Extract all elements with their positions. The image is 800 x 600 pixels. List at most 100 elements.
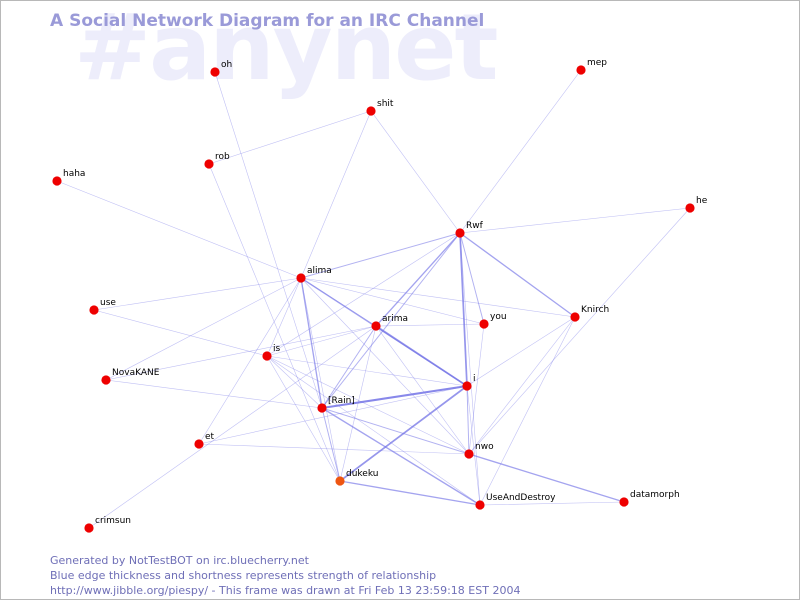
edge-rob-dukeku bbox=[208, 163, 341, 482]
node-label: Knirch bbox=[581, 305, 609, 315]
node-et[interactable]: et bbox=[194, 432, 215, 449]
edge-oh-rain bbox=[214, 71, 323, 409]
node-dot[interactable] bbox=[335, 476, 345, 486]
node-label: i bbox=[473, 374, 476, 384]
node-dot[interactable] bbox=[371, 321, 381, 331]
edge-shit-rwf bbox=[370, 110, 461, 234]
edge-you-arima bbox=[375, 323, 485, 327]
node-label: he bbox=[696, 196, 708, 206]
edge-alima-knirch bbox=[300, 277, 576, 318]
node-dot[interactable] bbox=[462, 381, 472, 391]
node-label: use bbox=[100, 298, 116, 308]
edge-i-nwo bbox=[466, 385, 470, 455]
node-label: dukeku bbox=[346, 469, 378, 479]
node-crimsun[interactable]: crimsun bbox=[84, 516, 131, 533]
node-label: shit bbox=[377, 99, 394, 109]
edge-rwf-is bbox=[266, 232, 461, 357]
node-dot[interactable] bbox=[464, 449, 474, 459]
node-rain[interactable]: [Rain] bbox=[317, 396, 355, 413]
node-you[interactable]: you bbox=[479, 312, 507, 329]
edge-mep-rwf bbox=[459, 69, 582, 234]
node-dot[interactable] bbox=[455, 228, 465, 238]
node-arima[interactable]: arima bbox=[371, 314, 408, 331]
edge-rain-useanddestroy bbox=[321, 407, 481, 506]
node-dot[interactable] bbox=[52, 176, 62, 186]
edge-he-nwo bbox=[468, 207, 691, 455]
node-use[interactable]: use bbox=[89, 298, 116, 315]
footer-legend: Blue edge thickness and shortness repres… bbox=[50, 569, 437, 582]
node-dot[interactable] bbox=[576, 65, 586, 75]
node-label: you bbox=[490, 312, 507, 322]
edge-is-use bbox=[93, 309, 268, 357]
edge-nwo-datamorph bbox=[468, 453, 625, 503]
node-alima[interactable]: alima bbox=[296, 266, 332, 283]
edge-rwf-rain bbox=[321, 232, 461, 409]
node-dot[interactable] bbox=[204, 159, 214, 169]
node-dot[interactable] bbox=[619, 497, 629, 507]
edge-arima-i bbox=[375, 325, 468, 387]
edge-arima-nwo bbox=[375, 325, 470, 455]
node-dot[interactable] bbox=[262, 351, 272, 361]
node-label: et bbox=[205, 432, 215, 442]
node-dot[interactable] bbox=[685, 203, 695, 213]
edge-rwf-i bbox=[459, 232, 468, 387]
node-useanddestroy[interactable]: UseAndDestroy bbox=[475, 493, 556, 510]
node-label: oh bbox=[221, 60, 232, 70]
node-dot[interactable] bbox=[210, 67, 220, 77]
node-rob[interactable]: rob bbox=[204, 152, 230, 169]
edge-is-rain bbox=[266, 355, 323, 409]
footer-source-link[interactable]: http://www.jibble.org/piespy/ - This fra… bbox=[50, 584, 521, 597]
node-mep[interactable]: mep bbox=[576, 58, 607, 75]
node-dot[interactable] bbox=[479, 319, 489, 329]
edge-rwf-knirch bbox=[459, 232, 576, 318]
node-label: nwo bbox=[475, 442, 494, 452]
edge-i-rain bbox=[320, 384, 469, 410]
node-nwo[interactable]: nwo bbox=[464, 442, 494, 459]
node-dot[interactable] bbox=[366, 106, 376, 116]
node-dot[interactable] bbox=[84, 523, 94, 533]
edge-you-nwo bbox=[468, 323, 485, 455]
footer: Generated by NotTestBOT on irc.bluecherr… bbox=[50, 553, 520, 598]
edge-alima-is bbox=[266, 277, 302, 357]
node-i[interactable]: i bbox=[462, 374, 476, 391]
node-dot[interactable] bbox=[101, 375, 111, 385]
edge-shit-alima bbox=[300, 110, 372, 279]
node-knirch[interactable]: Knirch bbox=[570, 305, 609, 322]
node-dot[interactable] bbox=[475, 500, 485, 510]
node-novakane[interactable]: NovaKANE bbox=[101, 368, 160, 385]
node-dot[interactable] bbox=[570, 312, 580, 322]
node-dot[interactable] bbox=[317, 403, 327, 413]
node-label: [Rain] bbox=[328, 396, 355, 406]
edge-arima-rain bbox=[321, 325, 377, 409]
node-label: NovaKANE bbox=[112, 368, 160, 378]
node-dot[interactable] bbox=[296, 273, 306, 283]
node-is[interactable]: is bbox=[262, 344, 281, 361]
node-rwf[interactable]: Rwf bbox=[455, 221, 484, 238]
edge-he-rwf bbox=[459, 207, 691, 234]
node-label: UseAndDestroy bbox=[486, 493, 556, 503]
node-oh[interactable]: oh bbox=[210, 60, 232, 77]
edge-useanddestroy-datamorph bbox=[479, 501, 625, 506]
edge-alima-novakane bbox=[105, 277, 302, 381]
edge-alima-rain bbox=[300, 277, 323, 409]
edge-rain-nwo bbox=[321, 407, 470, 455]
node-haha[interactable]: haha bbox=[52, 169, 85, 186]
node-he[interactable]: he bbox=[685, 196, 708, 213]
node-dot[interactable] bbox=[194, 439, 204, 449]
edge-haha-alima bbox=[56, 180, 302, 279]
node-dukeku[interactable]: dukeku bbox=[335, 469, 378, 486]
node-datamorph[interactable]: datamorph bbox=[619, 490, 680, 507]
edge-alima-dukeku bbox=[300, 277, 341, 482]
edge-arima-crimsun bbox=[88, 325, 377, 529]
edge-arima-is bbox=[266, 325, 377, 357]
edge-novakane-rain bbox=[105, 379, 323, 409]
edge-shit-rob bbox=[208, 110, 372, 165]
edge-dukeku-useanddestroy bbox=[339, 480, 481, 506]
edge-rwf-arima bbox=[375, 232, 461, 327]
node-label: datamorph bbox=[630, 490, 680, 500]
node-shit[interactable]: shit bbox=[366, 99, 394, 116]
node-dot[interactable] bbox=[89, 305, 99, 315]
node-label: is bbox=[273, 344, 281, 354]
